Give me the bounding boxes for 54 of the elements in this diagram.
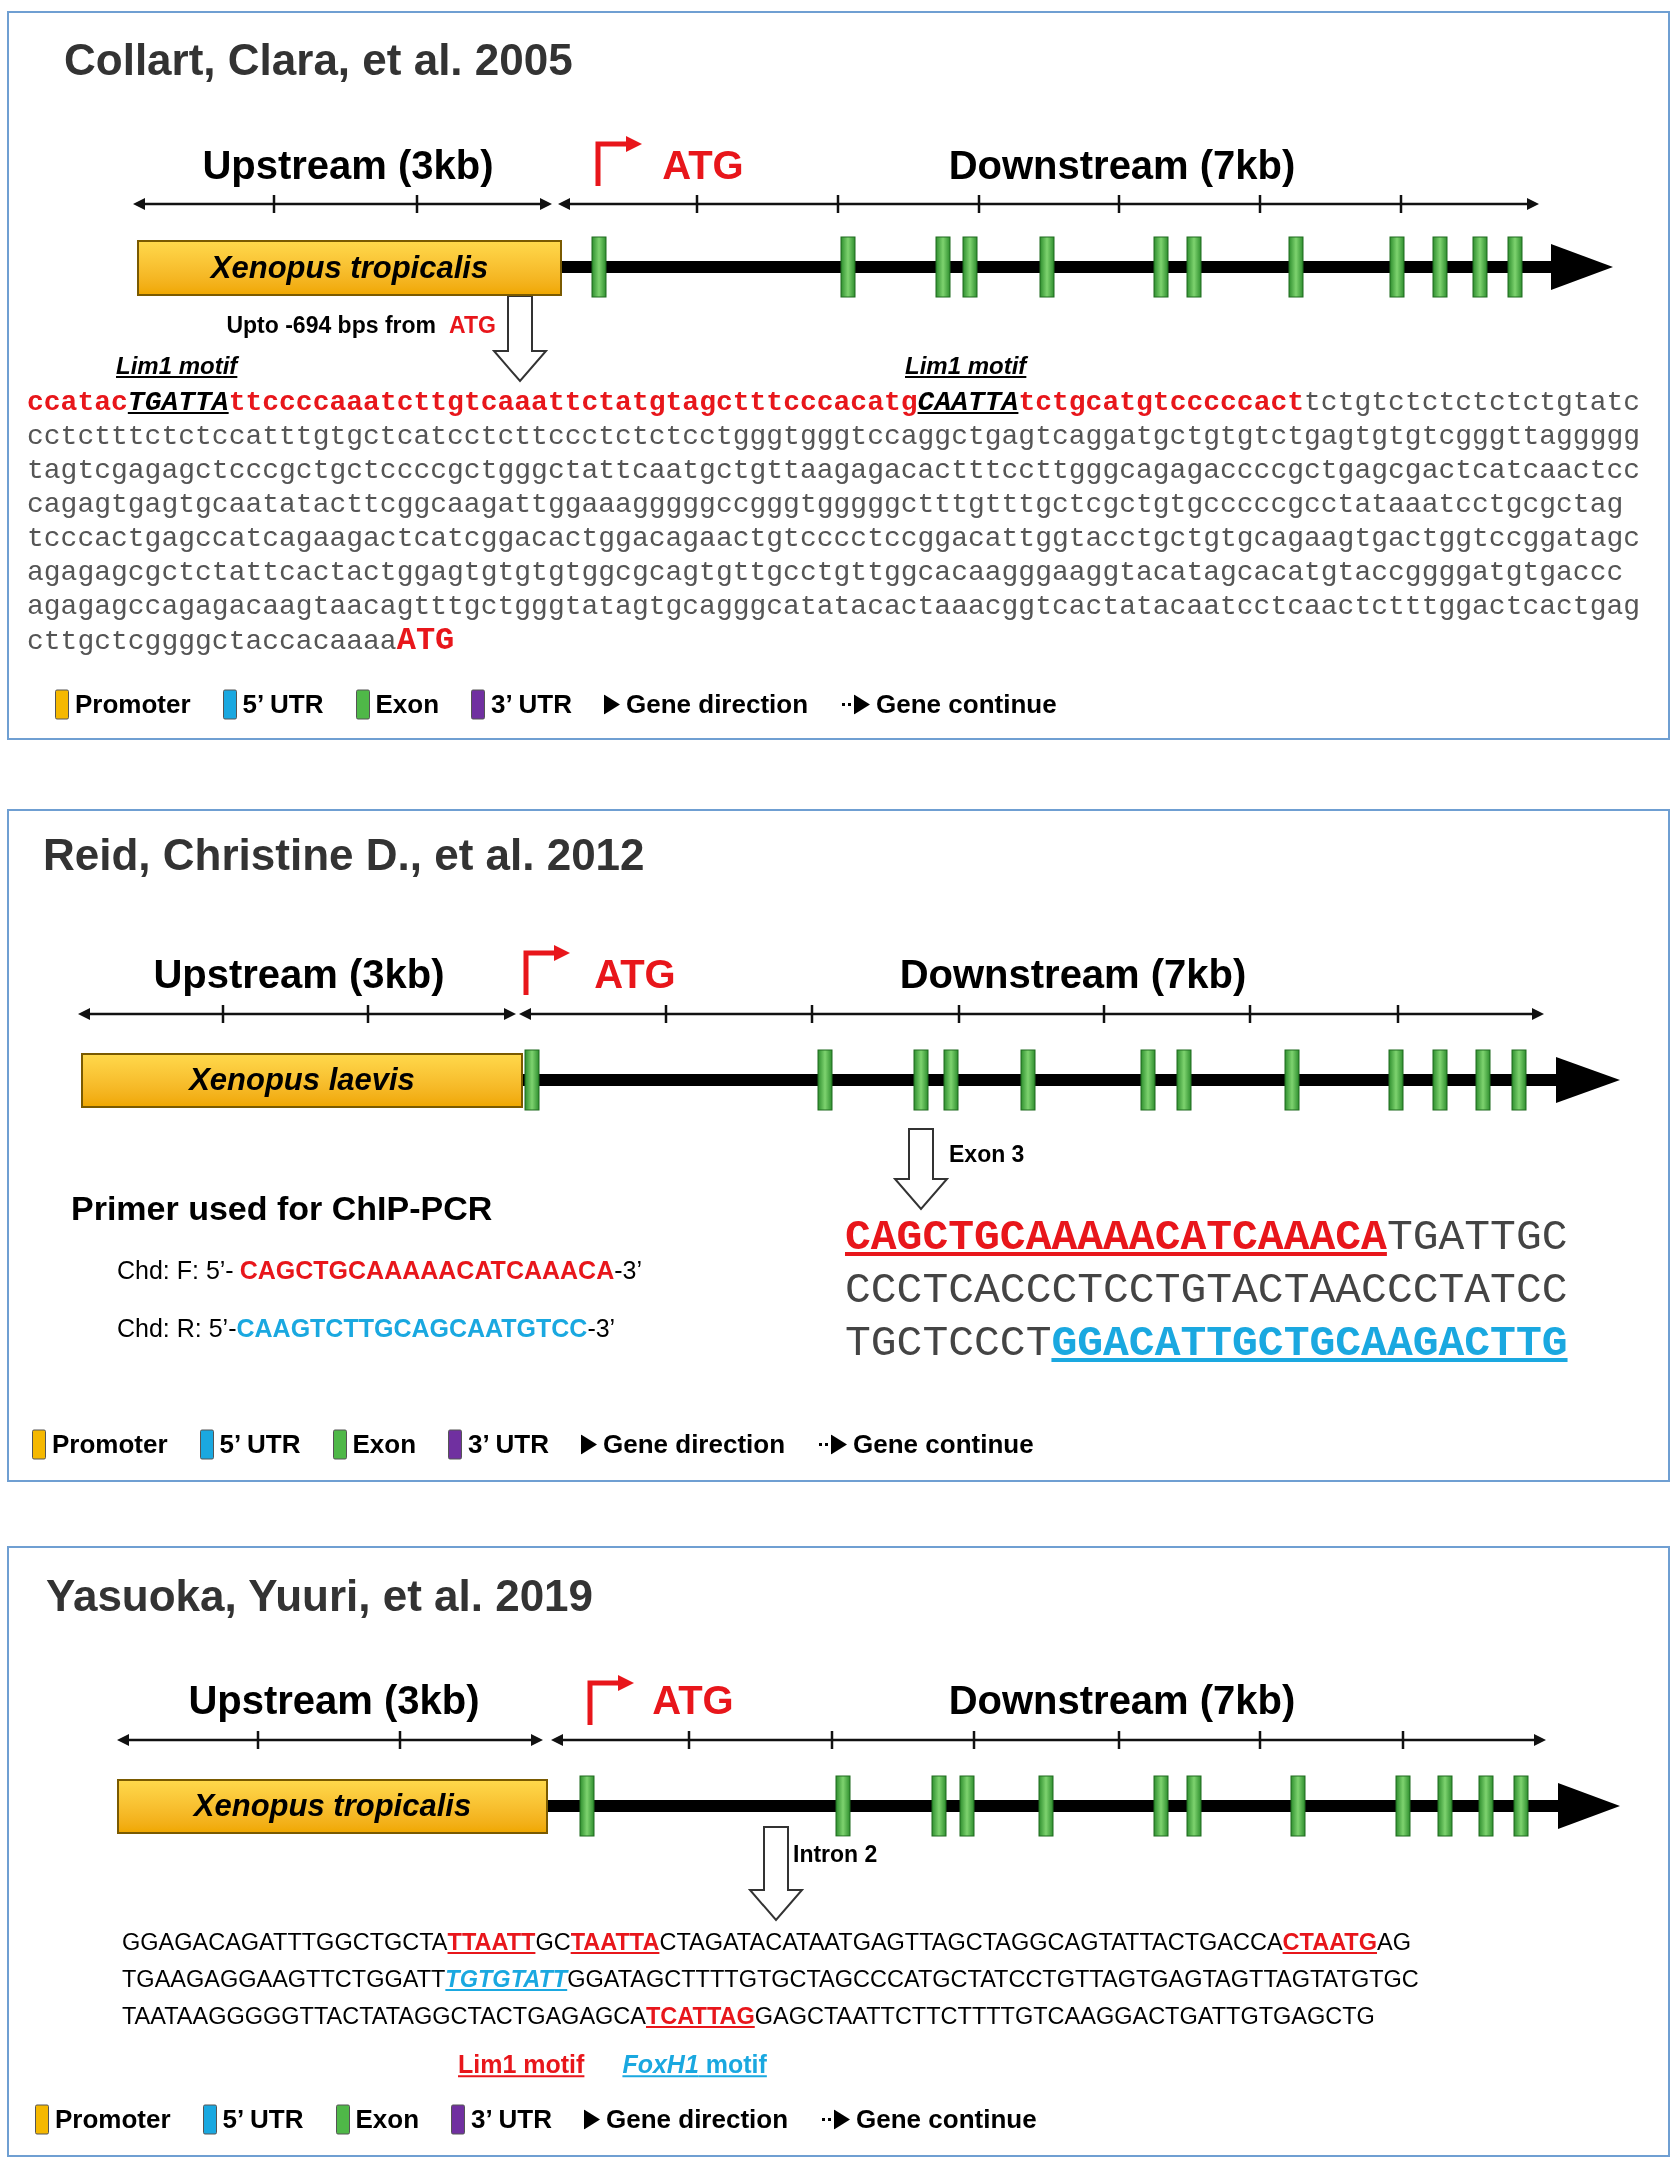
legend-label: Promoter	[55, 2102, 171, 2136]
legend-label: Gene continue	[853, 1427, 1034, 1461]
legend-label: Promoter	[75, 687, 191, 721]
promoter-box: Xenopus tropicalis	[137, 240, 562, 296]
legend-label: Exon	[355, 2102, 420, 2136]
promoter-box: Xenopus laevis	[81, 1053, 523, 1108]
region-label: Upstream (3kb)	[202, 142, 494, 189]
dna-sequence: CAGCTGCAAAAACATCAAACATGATTGC CCCTCACCCTCCTGTACTAACCCTATCC TGCTCCCTGGACATTGCTGCAAGACTTG	[845, 1211, 1568, 1370]
primer-name: Chd: F: 5’-	[117, 1255, 234, 1287]
primer-sequence: CAAGTCTTGCAGCAATGTCC	[236, 1313, 588, 1345]
start-codon-label: ATG	[449, 310, 496, 340]
motif-label: Lim1 motif	[458, 2049, 585, 2081]
start-codon-label: ATG	[662, 142, 744, 189]
legend-label: Gene continue	[856, 2102, 1037, 2136]
primer-end-label: -3’	[614, 1255, 642, 1287]
panel	[7, 11, 1670, 740]
legend-label: 5’ UTR	[219, 1427, 301, 1461]
legend-label: 3’ UTR	[471, 2102, 552, 2136]
hollow-arrow	[491, 295, 549, 383]
panel	[7, 809, 1670, 1482]
legend-label: 5’ UTR	[242, 687, 324, 721]
dna-sequence: GGAGACAGATTTGGCTGCTATTAATTGCTAATTACTAGATACATAATGAGTTAGCTAGGCAGTATTACTGACCACTAATGAG TGAAGAGGAAGTTCTGGATTTGTGTATTGGATAGCTTTTGTGCTAGCCCATGCTATCCTGTTAGTGAGTAGTTAGTATGTGC TAATAAGGGGGTTACTATAGGCTACTGAGAGCATCATTAGGAGCTAATTCTTCTTTTGTCAAGGACTGATTGTGAGCTG	[122, 1924, 1419, 2035]
primer-sequence: CAGCTGCAAAAACATCAAACA	[239, 1255, 615, 1287]
legend-label: Promoter	[52, 1427, 168, 1461]
legend-label: Gene direction	[626, 687, 809, 721]
legend-label: 3’ UTR	[491, 687, 572, 721]
region-label: Upstream (3kb)	[153, 951, 445, 998]
legend-label: Exon	[375, 687, 440, 721]
hollow-arrow	[892, 1128, 950, 1211]
start-codon-label: ATG	[594, 951, 676, 998]
legend-label: Gene continue	[876, 687, 1057, 721]
panel	[7, 1546, 1670, 2157]
primer-name: Chd: R: 5’-	[117, 1313, 237, 1345]
panel-title: Yasuoka, Yuuri, et al. 2019	[46, 1570, 594, 1622]
dna-sequence: ccatacTGATTAttccccaaatcttgtcaaattctatgtagctttcccacatgCAATTAtctgcatgtcccccacttctgtctctctctctgtatc cctctttctctccatttgtgctcatcctcttccctctctcctgggtgggtccaggctgagtcaggatgctgtgtctgagtgtgtcgggttaggggg tagtcgagagctcccgctgctccccgctgggctattcaatgctgttaagagacactttccttgggcagagaccccgctgagcgactcatcaactcc cagagtgagtgcaatatacttcggcaagattggaaagggggccgggtgggggctttgtttgctcgctgtgcccccgcctataaatcctgcgctag tcccactgagccatcagaagactcatcggacactggacagaactgtcccctccggacattggtacctgctgtgcagaagtgactggtccggatagc agagagcgctctattcactactggagtgtgtgtggcgcagtgttgcctgttggcacaagggaaggtacatagcacatgtaccggggatgtgaccc agagagccagagacaagtaacagtttgctgggtatagtgcagggcatatacactaaacggtcactatacaatcctcaactctttggactcactgag cttgctcggggctaccacaaaaATG	[27, 386, 1641, 659]
primer-end-label: -3’	[587, 1313, 616, 1345]
start-codon-label: ATG	[652, 1677, 734, 1724]
panel-title: Reid, Christine D., et al. 2012	[43, 829, 645, 881]
panel-title: Collart, Clara, et al. 2005	[64, 34, 573, 86]
promoter-box: Xenopus tropicalis	[117, 1779, 548, 1834]
legend-label: 5’ UTR	[222, 2102, 304, 2136]
legend-label: 3’ UTR	[468, 1427, 549, 1461]
region-label: Downstream (7kb)	[948, 1677, 1296, 1724]
region-label: Downstream (7kb)	[948, 142, 1296, 189]
legend-label: Gene direction	[606, 2102, 789, 2136]
legend-label: Gene direction	[603, 1427, 786, 1461]
motif-label: Lim1 motif	[116, 351, 238, 381]
hollow-arrow	[747, 1826, 805, 1922]
motif-label: FoxH1 motif	[622, 2049, 767, 2081]
legend-label: Exon	[352, 1427, 417, 1461]
motif-label: Lim1 motif	[905, 351, 1027, 381]
region-label: Upstream (3kb)	[188, 1677, 480, 1724]
region-label: Downstream (7kb)	[899, 951, 1247, 998]
section-heading: Primer used for ChIP-PCR	[71, 1187, 493, 1229]
